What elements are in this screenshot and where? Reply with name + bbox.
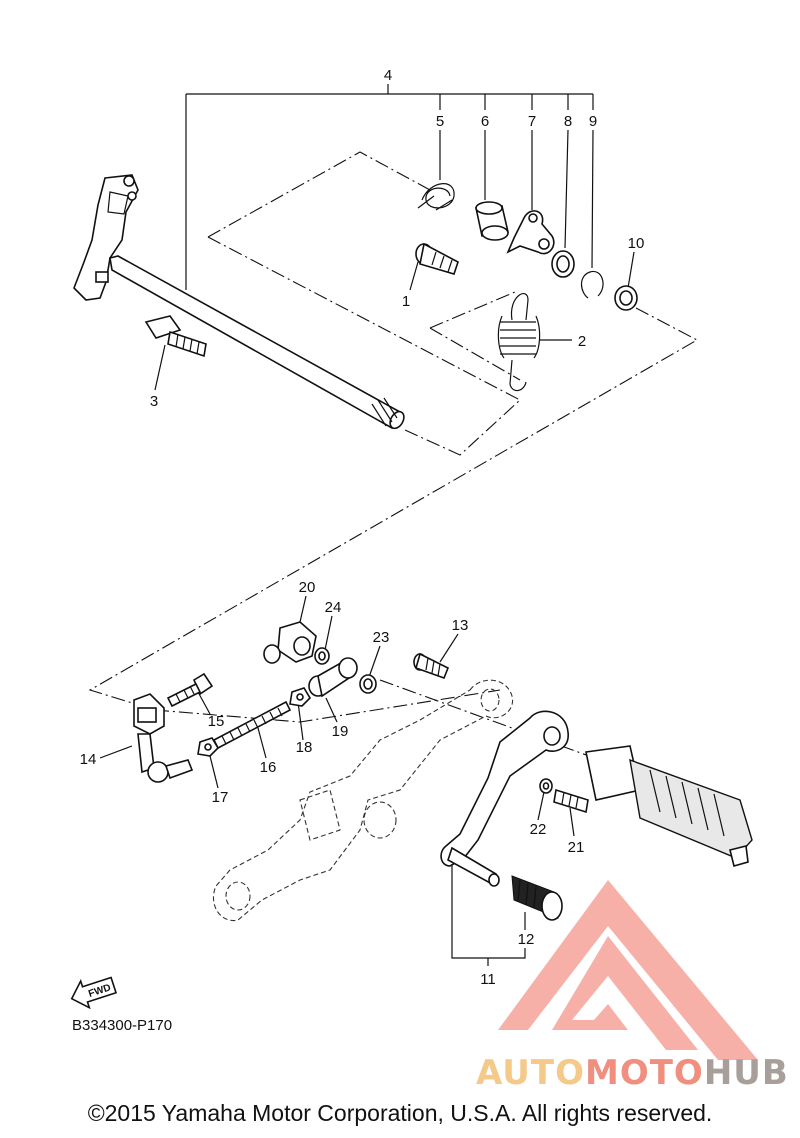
bushing-24	[314, 647, 330, 665]
bolt-1	[415, 242, 459, 275]
callout-24: 24	[325, 599, 342, 616]
watermark-word-hub: HUB	[704, 1053, 789, 1090]
callout-6: 6	[481, 113, 489, 130]
bolt-13	[413, 652, 450, 680]
torsion-spring-5	[417, 183, 455, 211]
watermark-word-moto: MOTO	[585, 1053, 704, 1090]
shift-arm-14	[133, 693, 194, 783]
bolt-15	[166, 672, 214, 708]
bolt-21	[553, 788, 589, 814]
callout-11: 11	[480, 971, 496, 988]
callout-16: 16	[260, 759, 277, 776]
return-spring-2	[497, 293, 541, 392]
group-bracket-4	[185, 84, 594, 290]
diagram-code: B334300-P170	[72, 1017, 172, 1034]
shift-pedal-11	[440, 710, 569, 887]
callout-4: 4	[384, 67, 392, 84]
callout-13: 13	[452, 617, 469, 634]
nut-18	[289, 687, 312, 707]
rod-end-19	[308, 657, 358, 698]
automotohub-watermark: AUTOMOTOHUB	[476, 880, 789, 1090]
shift-shaft-3	[73, 174, 405, 430]
callout-5: 5	[436, 113, 444, 130]
callout-20: 20	[299, 579, 316, 596]
watermark-text: AUTOMOTOHUB	[476, 1053, 789, 1090]
callout-19: 19	[332, 723, 349, 740]
pedal-rubber-12	[511, 875, 563, 921]
leader-lines	[99, 129, 635, 966]
callout-15: 15	[208, 713, 225, 730]
washer-10	[614, 285, 638, 311]
callout-18: 18	[296, 739, 313, 756]
callout-8: 8	[564, 113, 572, 130]
callout-9: 9	[589, 113, 597, 130]
callout-3: 3	[150, 393, 158, 410]
callout-14: 14	[80, 751, 97, 768]
watermark-logo-triangle	[498, 880, 758, 1060]
bushing-23	[359, 674, 377, 694]
stopper-lever-7	[506, 210, 555, 255]
watermark-word-auto: AUTO	[476, 1053, 585, 1090]
nut-17	[197, 737, 220, 757]
callout-23: 23	[373, 629, 390, 646]
callout-12: 12	[518, 931, 535, 948]
footrest	[585, 745, 753, 867]
collar-6	[475, 201, 509, 241]
stopper-bolt-3	[144, 315, 207, 358]
circlip-9	[580, 270, 604, 299]
joint-20	[263, 621, 317, 664]
callout-7: 7	[528, 113, 536, 130]
callout-labels: 4 5 6 7 8 9 10 1 2 3 20 24 23 13 15 14 1…	[80, 67, 645, 988]
washer-8	[551, 250, 575, 278]
callout-22: 22	[530, 821, 547, 838]
callout-2: 2	[578, 333, 586, 350]
washer-22	[539, 778, 553, 794]
watermark-logo-icon	[498, 880, 758, 1060]
frame-bracket-ghost	[212, 679, 514, 921]
callout-1: 1	[402, 293, 410, 310]
callout-10: 10	[628, 235, 645, 252]
callout-21: 21	[568, 839, 585, 856]
forward-direction-badge: FWD	[70, 976, 118, 1010]
callout-17: 17	[212, 789, 229, 806]
assembly-outline-upper	[88, 151, 699, 711]
threaded-rod-16	[212, 700, 292, 750]
watermark-logo-inner	[552, 936, 698, 1050]
copyright-notice: ©2015 Yamaha Motor Corporation, U.S.A. A…	[87, 1100, 713, 1126]
